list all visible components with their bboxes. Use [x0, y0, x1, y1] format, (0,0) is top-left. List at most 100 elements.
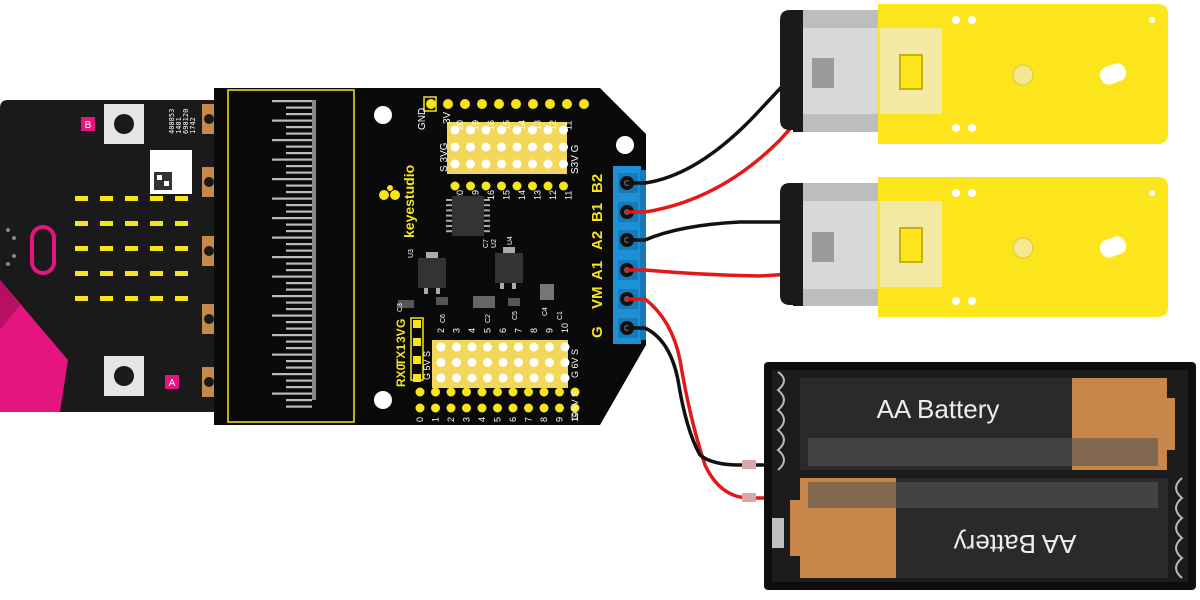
led	[150, 246, 163, 251]
gear-motor-2	[780, 177, 1168, 317]
pin-number-label: 8	[539, 417, 549, 422]
pin-number-label: 13	[533, 120, 543, 130]
uart-header	[410, 317, 424, 382]
button-b-label: B	[85, 120, 92, 131]
grid-pin	[466, 125, 475, 135]
grid-pin	[512, 142, 522, 152]
chip-leg	[446, 225, 452, 227]
led	[100, 296, 113, 301]
connector-finger	[272, 100, 312, 103]
pin-number-label: 14	[517, 190, 527, 200]
led	[100, 221, 113, 226]
pin-number-label: 6	[508, 417, 518, 422]
connector-finger	[286, 152, 312, 155]
connector-finger	[286, 288, 312, 291]
header-pin	[545, 99, 555, 109]
regulator-u4	[495, 247, 523, 289]
header-pin	[426, 99, 436, 109]
connector-finger	[272, 178, 312, 181]
signal-pin	[466, 181, 475, 191]
pin-number-label: 19	[471, 190, 481, 200]
uart-frame	[410, 317, 424, 381]
connector-finger	[286, 399, 312, 402]
pin-number-label: 7	[524, 417, 534, 422]
grid-pin	[559, 159, 568, 169]
button-a-marker	[165, 375, 179, 389]
grid-pin	[436, 358, 446, 367]
pin-number-label: 13	[533, 190, 543, 200]
connector-finger	[286, 132, 312, 135]
bottom-pin	[570, 387, 580, 397]
led	[175, 221, 188, 226]
connector-finger	[286, 126, 312, 129]
grid-pin	[481, 159, 491, 169]
uart-g5vs-label: G 5V S	[422, 351, 432, 380]
3v-label: 3V	[442, 111, 453, 124]
pin-number-label: 5	[483, 328, 493, 333]
pin-number-label: 15	[502, 120, 512, 130]
microbit-board: B A 400853 1401 690120 1742	[0, 100, 216, 412]
grid-pin	[466, 159, 475, 169]
connector-finger	[286, 262, 312, 265]
wires	[625, 38, 830, 500]
gnd-pin-frame	[423, 96, 437, 112]
wire-sleeve	[742, 493, 756, 502]
connector-finger	[272, 353, 312, 356]
chip-leg	[484, 219, 490, 222]
connector-finger	[286, 184, 312, 187]
connector-finger	[272, 392, 312, 395]
grid-pin	[560, 342, 570, 352]
signal-pin	[543, 181, 553, 191]
grid-pin	[529, 373, 539, 383]
c5-label: C5	[512, 311, 519, 320]
bottom-pin	[462, 403, 471, 413]
pin-number-label: 3	[462, 417, 472, 422]
bottom-pin	[539, 387, 549, 397]
grid-pin	[559, 125, 568, 135]
connector-finger	[286, 191, 312, 194]
grid-pin	[450, 142, 460, 152]
c2-label: C2	[485, 314, 492, 323]
connector-finger	[286, 223, 312, 226]
grid-pin	[483, 342, 492, 352]
button-b[interactable]	[104, 104, 144, 144]
uart-pin	[413, 320, 421, 328]
grid-pin	[450, 125, 460, 135]
uart-g-label: G	[394, 319, 408, 328]
grid-pin	[543, 125, 553, 135]
connector-finger	[286, 379, 312, 382]
c7-label: C7	[483, 239, 490, 248]
mounting-hole	[374, 391, 392, 409]
connector-finger	[286, 321, 312, 324]
wire-gnd-black	[625, 326, 774, 467]
brand-name: keyestudio	[401, 165, 417, 238]
connector-finger	[286, 113, 312, 116]
connector-finger	[272, 158, 312, 161]
connector-finger	[272, 256, 312, 259]
grid-pin	[497, 159, 506, 169]
grid-pin	[467, 358, 477, 367]
u2-label: U2	[491, 239, 498, 248]
chip-leg	[484, 204, 490, 207]
pin-number-label: 6	[498, 328, 508, 333]
bottom-pin	[477, 403, 487, 413]
c6-label: C6	[440, 314, 447, 323]
bottom-pin	[508, 403, 518, 413]
grid-pin	[483, 358, 492, 367]
regulator-u3	[418, 252, 446, 294]
grid-pin	[483, 373, 492, 383]
pin-number-label: 4	[477, 417, 487, 422]
pin-number-label: 2	[436, 328, 446, 333]
connector-finger	[286, 204, 312, 207]
qr-line-3: 690120	[182, 109, 190, 134]
grid-pin	[560, 373, 570, 383]
led	[150, 296, 163, 301]
button-a[interactable]	[104, 356, 144, 396]
uart-rx-label: RX0	[394, 363, 408, 387]
u3-label: U3	[408, 249, 415, 258]
pin-number-label: 11	[564, 121, 574, 130]
led	[75, 271, 88, 276]
wire-a2-black	[625, 220, 824, 242]
